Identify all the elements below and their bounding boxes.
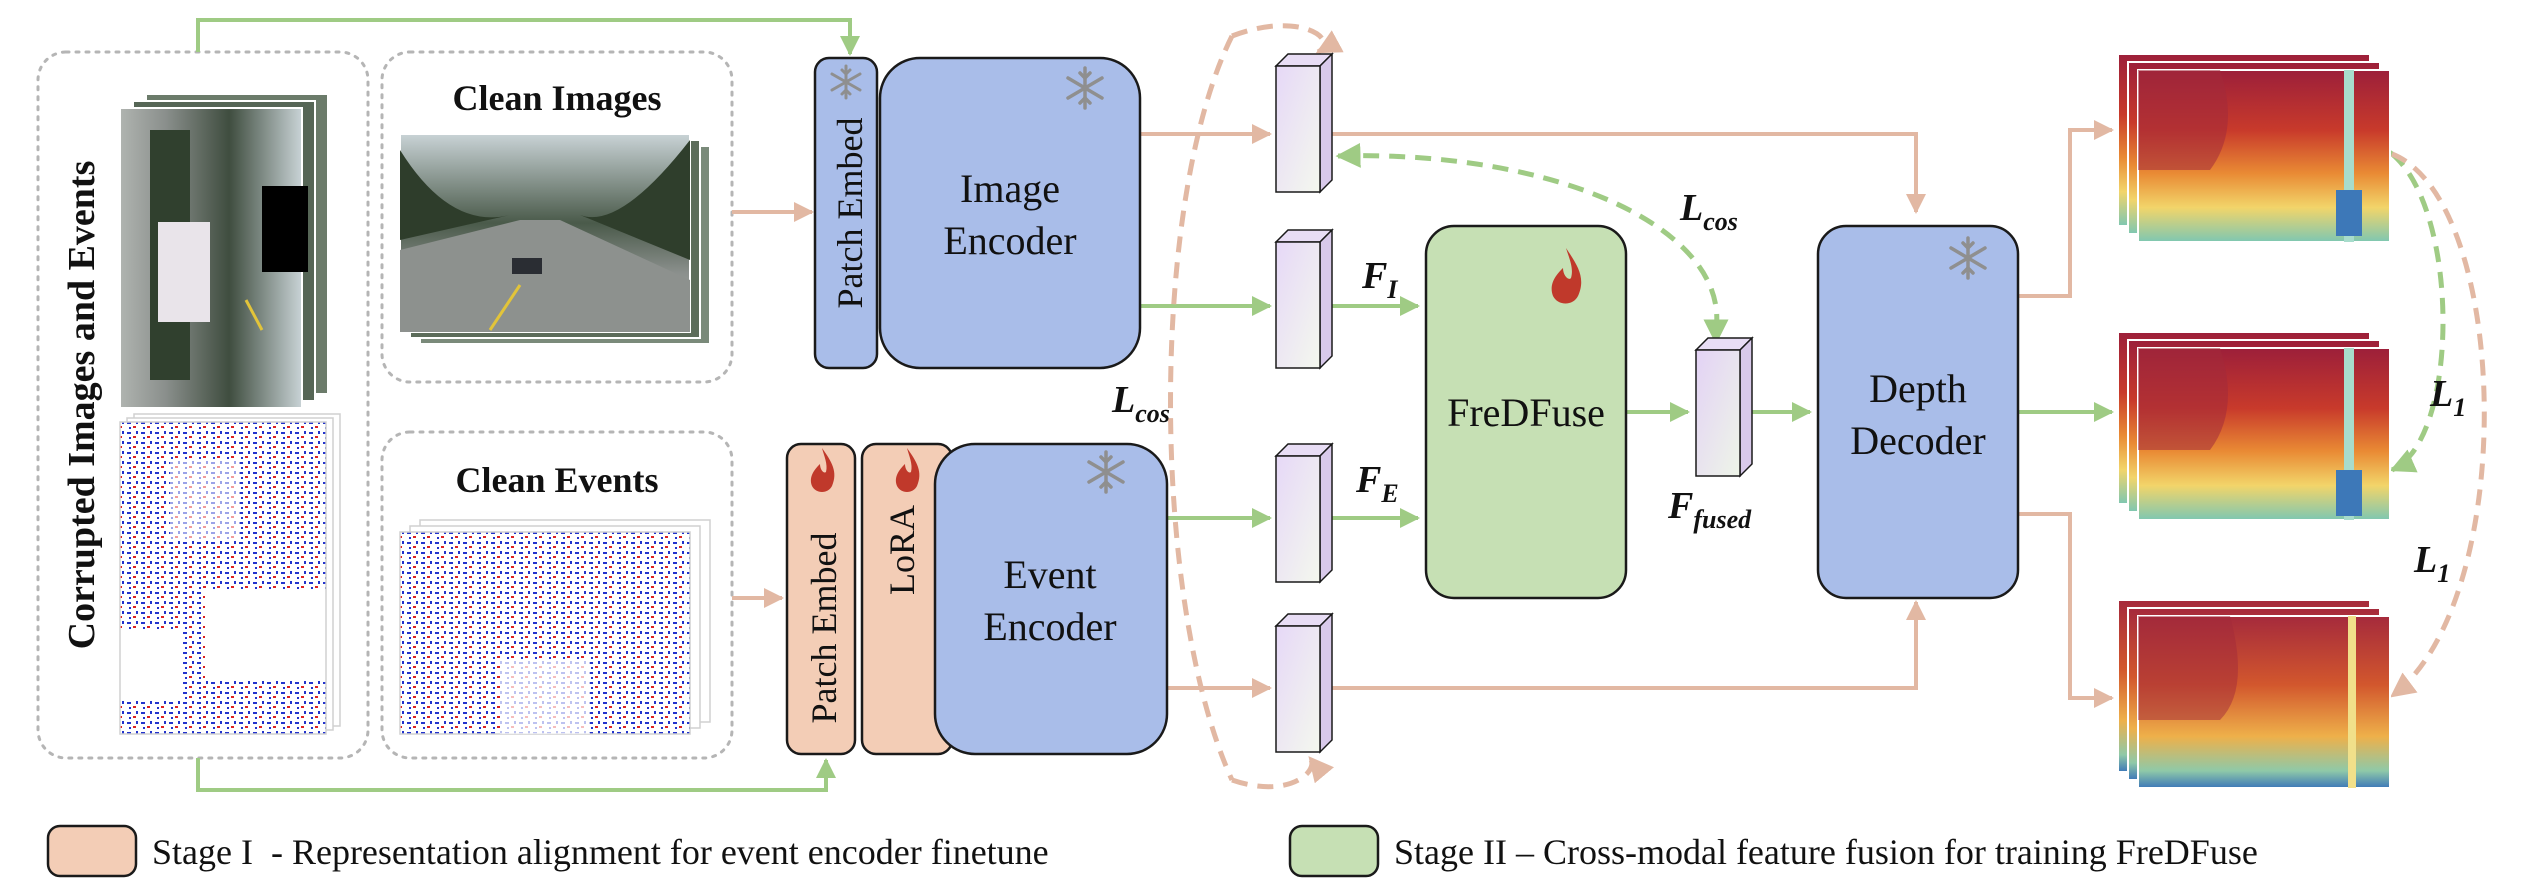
depth-map-middle — [2117, 331, 2391, 521]
event-patch-embed: Patch Embed — [785, 442, 857, 756]
label-lcos-right: Lcos — [1679, 187, 1738, 236]
fredfuse-label: FreDFuse — [1447, 390, 1605, 435]
fredfuse-block: FreDFuse — [1424, 224, 1628, 600]
event-encoder-label-2: Encoder — [983, 604, 1116, 649]
label-lcos-left: Lcos — [1111, 379, 1170, 428]
label-l1-top: L1 — [2429, 373, 2466, 422]
flame-icon — [895, 448, 920, 492]
l1-bottom-arc — [2390, 151, 2487, 698]
occlusion-patch — [158, 222, 210, 322]
snowflake-icon — [830, 64, 862, 100]
corrupted-event-stack — [119, 413, 341, 735]
feature-cube-image-peach — [1274, 52, 1334, 194]
event-encoder-label-1: Event — [1003, 552, 1096, 597]
arrow-decoder-to-depth-top — [2018, 120, 2114, 298]
clean-event-stack — [399, 519, 711, 735]
flame-icon — [1551, 248, 1582, 304]
image-patch-embed: Patch Embed — [813, 56, 879, 370]
image-patch-embed-label: Patch Embed — [830, 118, 870, 309]
depth-map-bottom — [2117, 599, 2391, 789]
lora-label: LoRA — [882, 505, 922, 595]
snowflake-icon — [1087, 450, 1125, 494]
feature-cube-event-peach — [1274, 612, 1334, 754]
label-f-i: FI — [1361, 255, 1398, 304]
depth-decoder-label-1: Depth — [1869, 366, 1967, 411]
feature-cube-event-green — [1274, 442, 1334, 584]
event-encoder: Event Encoder — [933, 442, 1169, 756]
arrow-corrupted-to-event-patch — [196, 758, 836, 792]
corrupted-title: Corrupted Images and Events — [61, 161, 103, 650]
label-l1-bottom: L1 — [2413, 539, 2450, 588]
arrow-cube4-to-decoder — [1330, 600, 1926, 690]
legend-stage2-text: Stage II – Cross-modal feature fusion fo… — [1394, 832, 2258, 872]
lcos-left-arc — [1168, 34, 1235, 782]
arrow-decoder-to-depth-bottom — [2018, 512, 2114, 708]
fused-feature-cube — [1694, 336, 1754, 478]
depth-decoder-label-2: Decoder — [1850, 418, 1985, 463]
legend: Stage I - Representation alignment for e… — [46, 824, 2258, 878]
lora-block: LoRA — [860, 442, 954, 756]
label-f-fused: Ffused — [1667, 485, 1752, 534]
clean-images-panel — [380, 50, 734, 384]
image-encoder: Image Encoder — [878, 56, 1142, 370]
snowflake-icon — [1066, 66, 1104, 110]
arrow-cube1-to-decoder — [1330, 132, 1926, 214]
depth-decoder: Depth Decoder — [1816, 224, 2020, 600]
label-f-e: FE — [1355, 459, 1399, 508]
snowflake-icon — [1949, 236, 1987, 280]
legend-swatch-stage2 — [1288, 824, 1380, 878]
arrow-corrupted-to-image-patch — [196, 18, 860, 56]
legend-stage1-text: Stage I - Representation alignment for e… — [152, 832, 1049, 872]
image-encoder-label-2: Encoder — [943, 218, 1076, 263]
image-encoder-label-1: Image — [960, 166, 1060, 211]
event-patch-embed-label: Patch Embed — [804, 533, 844, 724]
lcos-left-arc-top — [1231, 23, 1344, 55]
clean-images-title: Clean Images — [453, 78, 662, 118]
corrupted-image-stack — [119, 93, 329, 409]
depth-map-top — [2117, 53, 2391, 243]
l1-top-arc — [2389, 152, 2446, 473]
corrupted-panel — [36, 50, 370, 760]
feature-cube-image-green — [1274, 228, 1334, 370]
flame-icon — [810, 448, 835, 492]
clean-image-stack — [399, 133, 711, 345]
legend-swatch-stage1 — [46, 824, 138, 878]
lcos-right-arc — [1335, 142, 1720, 331]
clean-events-panel — [380, 430, 734, 760]
clean-events-title: Clean Events — [455, 460, 658, 500]
lcos-left-arc-bottom — [1231, 756, 1334, 790]
